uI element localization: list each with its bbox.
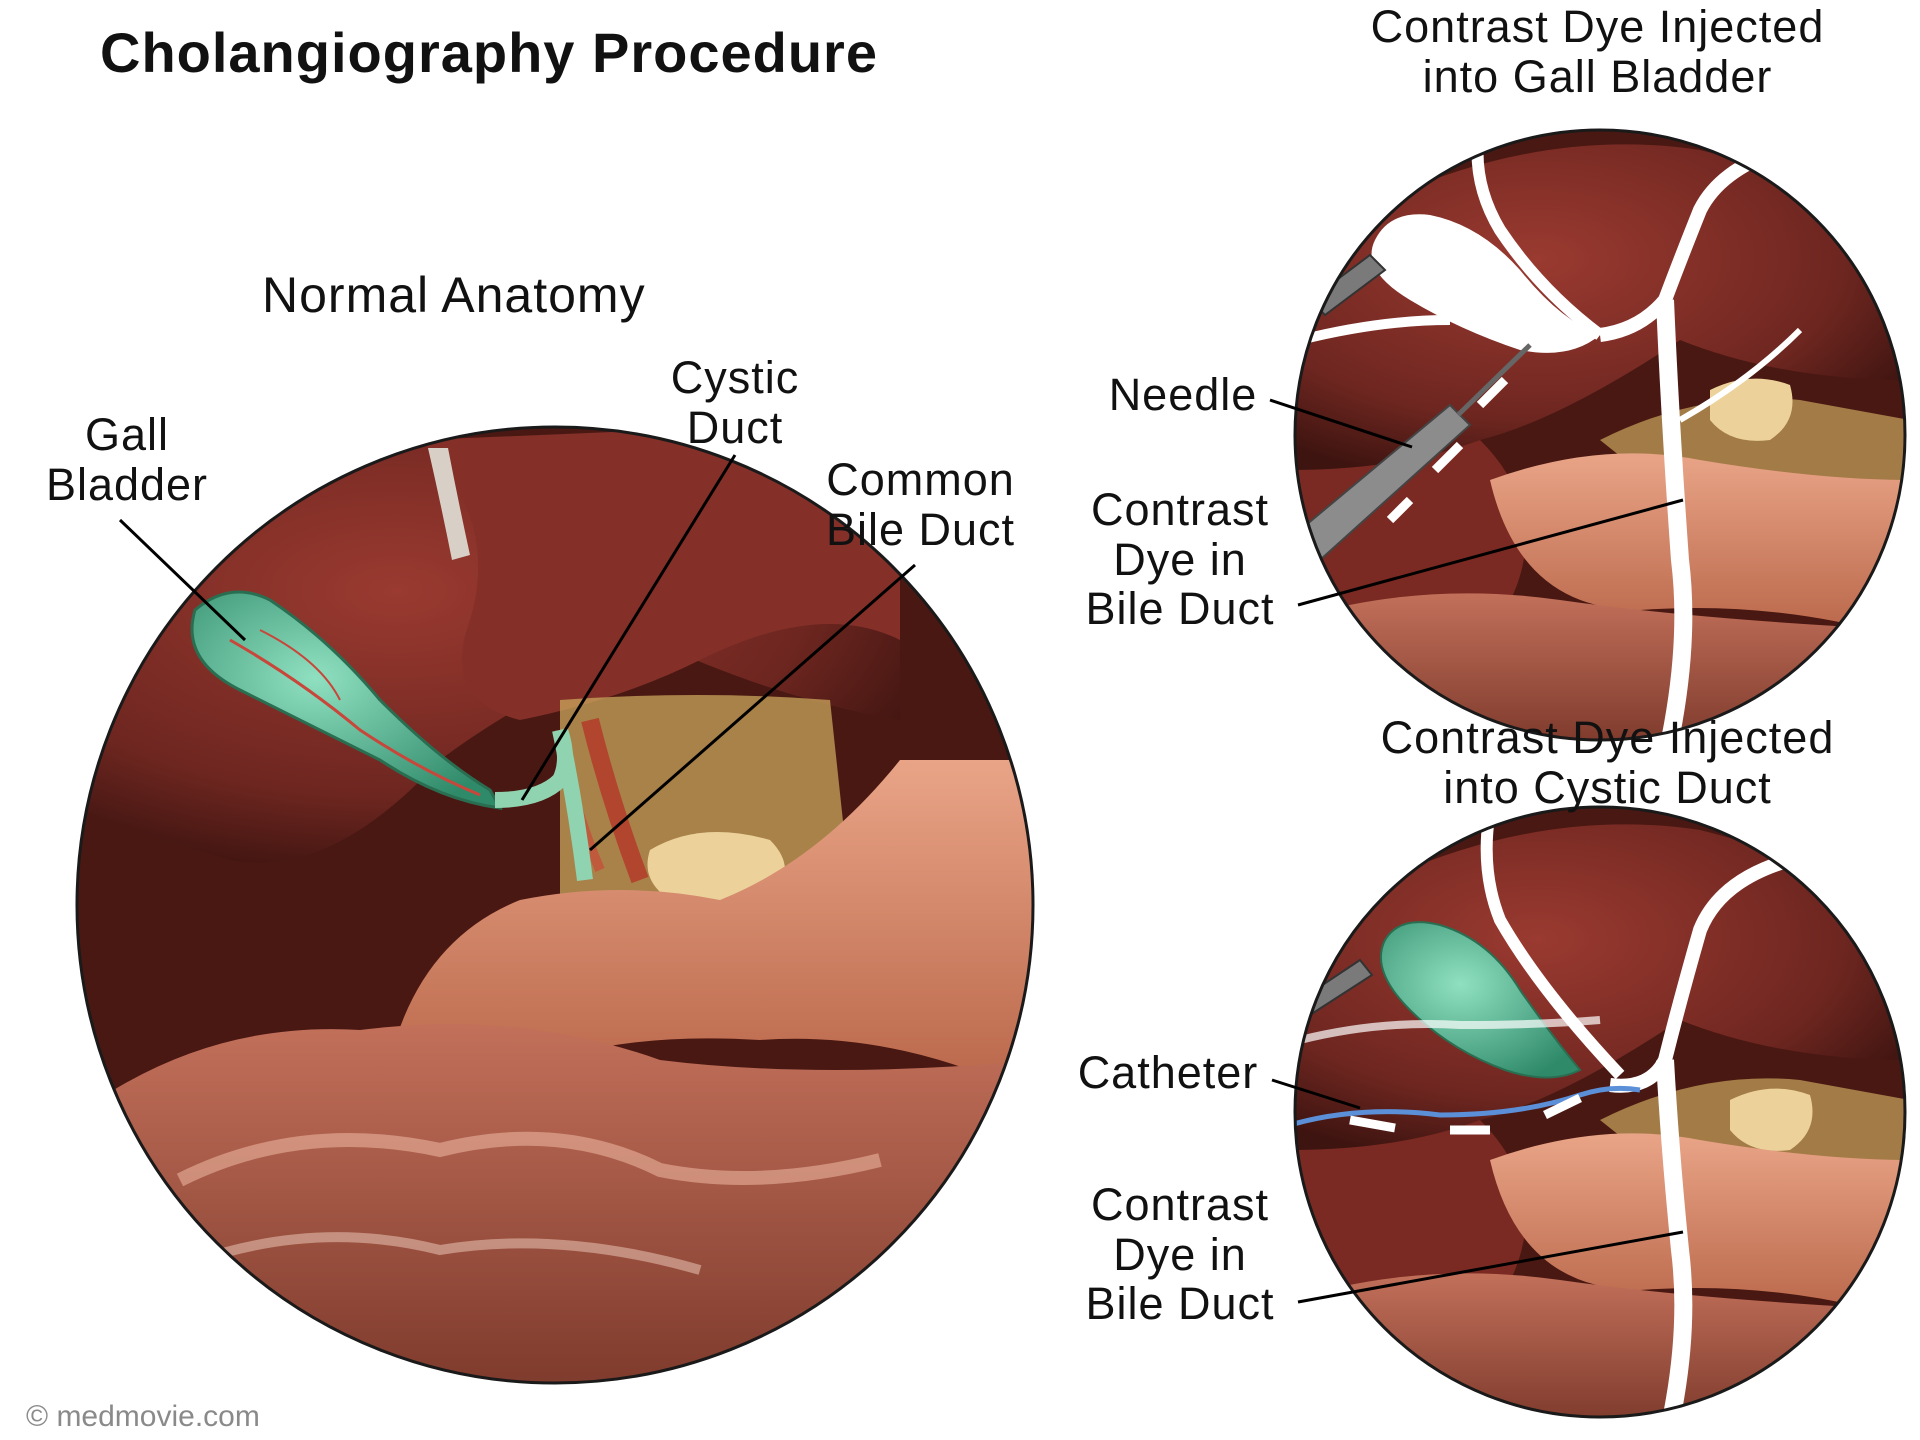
cystic-duct-label-line-1: Cystic [670, 352, 800, 403]
dye-label-top-line-2: Dye in [1113, 533, 1247, 585]
gall-bladder-injection-heading: Contrast Dye Injected into Gall Bladder [1325, 2, 1870, 101]
dye-label-bottom: Contrast Dye in Bile Duct [1075, 1180, 1285, 1329]
dye-label-bottom-line-3: Bile Duct [1085, 1278, 1275, 1329]
gall-bladder-injection-scene [1295, 130, 1905, 740]
copyright-credit: © medmovie.com [26, 1400, 260, 1433]
normal-anatomy-heading: Normal Anatomy [262, 267, 646, 323]
common-bile-duct [552, 728, 593, 881]
gall-bladder-leader [118, 518, 247, 642]
falciform-ligament [428, 448, 470, 560]
dye-bile-duct-bottom [1656, 1059, 1693, 1417]
flow-arrows-bottom [1349, 1093, 1582, 1135]
gall-bladder-label-line-2: Bladder [45, 458, 209, 510]
dye-label-bottom-line-2: Dye in [1113, 1228, 1247, 1280]
catheter-label: Catheter [1077, 1047, 1259, 1098]
cystic-duct-injection-scene [1295, 807, 1905, 1417]
dye-label-bottom-line-1: Contrast [1090, 1179, 1270, 1230]
common-bile-duct-label-line-2: Bile Duct [825, 503, 1016, 555]
gall-bladder-label-line-1: Gall [84, 409, 170, 460]
dye-leader-top [1297, 498, 1684, 607]
common-bile-duct-label: Common Bile Duct [808, 455, 1033, 554]
normal-anatomy-panel [75, 425, 1035, 1385]
dye-filled-gall-bladder [1371, 214, 1600, 353]
common-bile-duct-leader [589, 563, 916, 852]
gall-bladder [190, 590, 503, 810]
cystic-duct-leader [520, 454, 737, 801]
dye-bile-duct [1656, 299, 1693, 740]
catheter [1295, 1085, 1641, 1128]
intestines [77, 1024, 1033, 1383]
gall-bladder-injection-heading-line-2: into Gall Bladder [1422, 50, 1773, 102]
dye-label-top: Contrast Dye in Bile Duct [1075, 485, 1285, 634]
cystic-duct-label: Cystic Duct [650, 353, 820, 452]
cystic-duct-label-line-2: Duct [686, 401, 784, 453]
cystic-duct-injection-heading-line-2: into Cystic Duct [1443, 761, 1772, 813]
common-bile-duct-label-line-1: Common [826, 454, 1015, 505]
gall-bladder-small [1379, 921, 1582, 1079]
catheter-leader [1271, 1078, 1361, 1110]
stomach [390, 760, 1033, 1100]
gall-bladder-injection-panel [1269, 128, 1907, 742]
dye-label-top-line-3: Bile Duct [1085, 583, 1275, 634]
cystic-duct-injection-heading-line-1: Contrast Dye Injected [1380, 712, 1835, 763]
gall-bladder-injection-heading-line-1: Contrast Dye Injected [1370, 1, 1825, 52]
cystic-duct-injection-panel [1271, 805, 1907, 1419]
cystic-duct-injection-heading: Contrast Dye Injected into Cystic Duct [1330, 713, 1885, 812]
page-title: Cholangiography Procedure [100, 21, 878, 84]
dye-label-top-line-1: Contrast [1090, 484, 1270, 535]
flow-arrows [1386, 376, 1509, 524]
needle-leader [1269, 398, 1413, 449]
normal-anatomy-scene [77, 427, 1033, 1383]
needle-label: Needle [1108, 369, 1258, 420]
gall-bladder-label: Gall Bladder [32, 410, 222, 509]
dye-leader-bottom [1297, 1230, 1684, 1304]
